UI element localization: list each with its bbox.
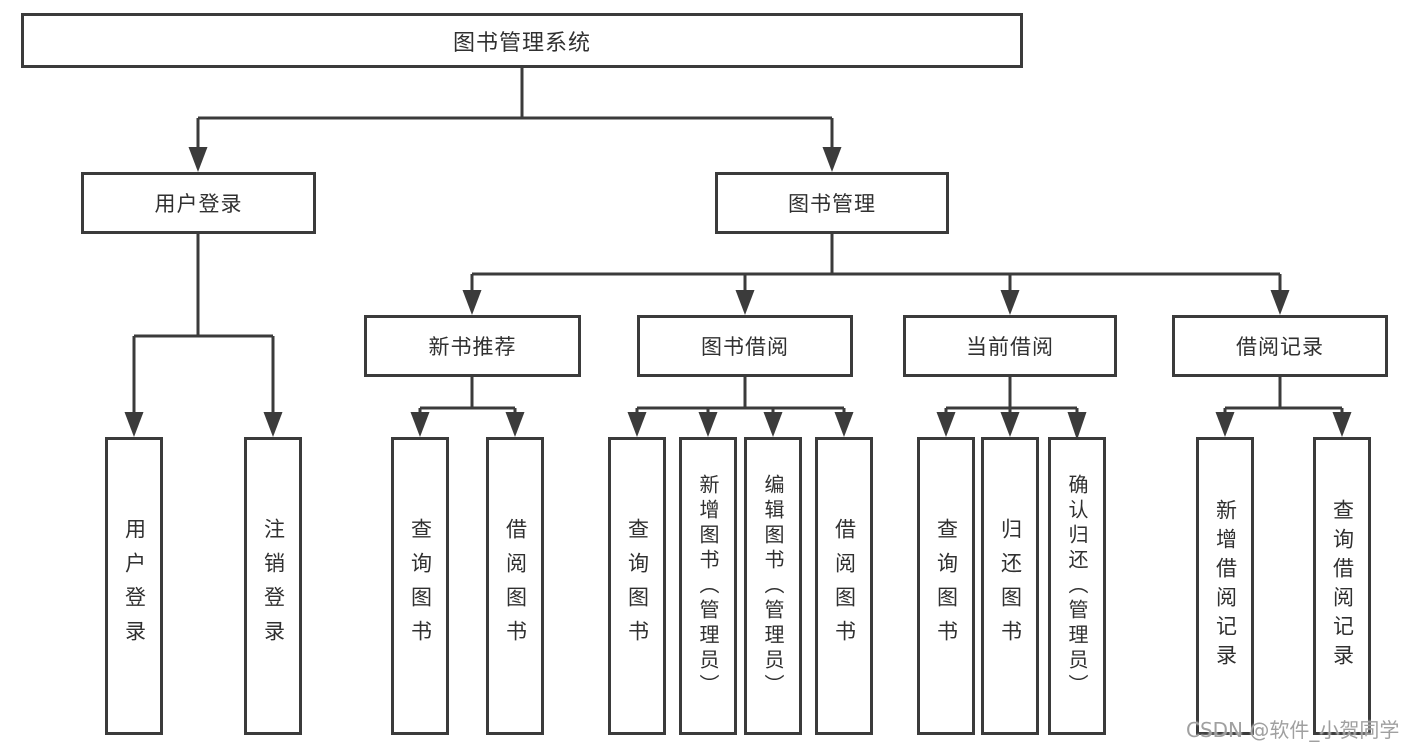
leaf-add-books-admin: 新增图书（管理员） bbox=[679, 437, 737, 735]
arrowhead bbox=[188, 147, 208, 172]
arrowhead bbox=[822, 147, 842, 172]
leaf-return-books: 归还图书 bbox=[981, 437, 1039, 735]
arrowhead bbox=[505, 412, 525, 437]
arrowhead bbox=[936, 412, 956, 437]
arrowhead bbox=[698, 412, 718, 437]
arrowhead bbox=[124, 412, 144, 437]
node-label: 图书借阅 bbox=[701, 335, 789, 359]
node-label: 用户登录 bbox=[154, 192, 243, 216]
arrowhead bbox=[627, 412, 647, 437]
leaf-add-borrow-record: 新增借阅记录 bbox=[1196, 437, 1254, 735]
node-label: 当前借阅 bbox=[966, 335, 1054, 359]
node-label: 图书管理系统 bbox=[452, 30, 591, 56]
arrowhead bbox=[763, 412, 783, 437]
node-new-book-recommend: 新书推荐 bbox=[364, 315, 581, 377]
arrowhead bbox=[263, 412, 283, 437]
leaf-user-login: 用户登录 bbox=[105, 437, 163, 735]
node-library-management-system: 图书管理系统 bbox=[21, 13, 1023, 68]
leaf-borrow-books: 借阅图书 bbox=[486, 437, 544, 735]
leaf-query-books: 查询图书 bbox=[917, 437, 975, 735]
node-borrow-records: 借阅记录 bbox=[1172, 315, 1388, 377]
arrowhead bbox=[1000, 412, 1020, 437]
leaf-query-books: 查询图书 bbox=[608, 437, 666, 735]
arrowhead bbox=[834, 412, 854, 437]
node-label: 新增借阅记录 bbox=[1213, 499, 1238, 673]
node-label: 查询图书 bbox=[408, 518, 433, 654]
node-label: 查询借阅记录 bbox=[1330, 499, 1355, 673]
node-current-borrowing: 当前借阅 bbox=[903, 315, 1117, 377]
node-user-login: 用户登录 bbox=[81, 172, 316, 234]
arrowhead bbox=[735, 290, 755, 315]
node-label: 归还图书 bbox=[998, 518, 1023, 654]
node-label: 注销登录 bbox=[261, 518, 286, 654]
arrowhead bbox=[1270, 290, 1290, 315]
node-label: 借阅图书 bbox=[832, 518, 857, 654]
node-label: 借阅记录 bbox=[1236, 335, 1324, 359]
leaf-confirm-return-admin: 确认归还（管理员） bbox=[1048, 437, 1106, 735]
node-book-borrowing: 图书借阅 bbox=[637, 315, 853, 377]
arrowhead bbox=[462, 290, 482, 315]
node-label: 图书管理 bbox=[788, 192, 876, 216]
arrowhead bbox=[1332, 412, 1352, 437]
node-book-management: 图书管理 bbox=[715, 172, 949, 234]
leaf-logout: 注销登录 bbox=[244, 437, 302, 735]
node-label: 查询图书 bbox=[934, 518, 959, 654]
csdn-watermark: CSDN @软件_小贺同学 bbox=[1186, 718, 1400, 742]
leaf-edit-books-admin: 编辑图书（管理员） bbox=[744, 437, 802, 735]
node-label: 借阅图书 bbox=[503, 518, 528, 654]
node-label: 确认归还（管理员） bbox=[1065, 473, 1089, 699]
node-label: 新增图书（管理员） bbox=[696, 473, 720, 699]
node-label: 编辑图书（管理员） bbox=[761, 473, 785, 699]
arrowhead bbox=[1000, 290, 1020, 315]
leaf-query-borrow-record: 查询借阅记录 bbox=[1313, 437, 1371, 735]
leaf-borrow-books: 借阅图书 bbox=[815, 437, 873, 735]
node-label: 查询图书 bbox=[625, 518, 650, 654]
node-label: 用户登录 bbox=[122, 518, 147, 654]
arrowhead bbox=[1215, 412, 1235, 437]
node-label: 新书推荐 bbox=[428, 335, 517, 359]
arrowhead bbox=[410, 412, 430, 437]
leaf-query-books: 查询图书 bbox=[391, 437, 449, 735]
arrowhead bbox=[1067, 412, 1087, 440]
